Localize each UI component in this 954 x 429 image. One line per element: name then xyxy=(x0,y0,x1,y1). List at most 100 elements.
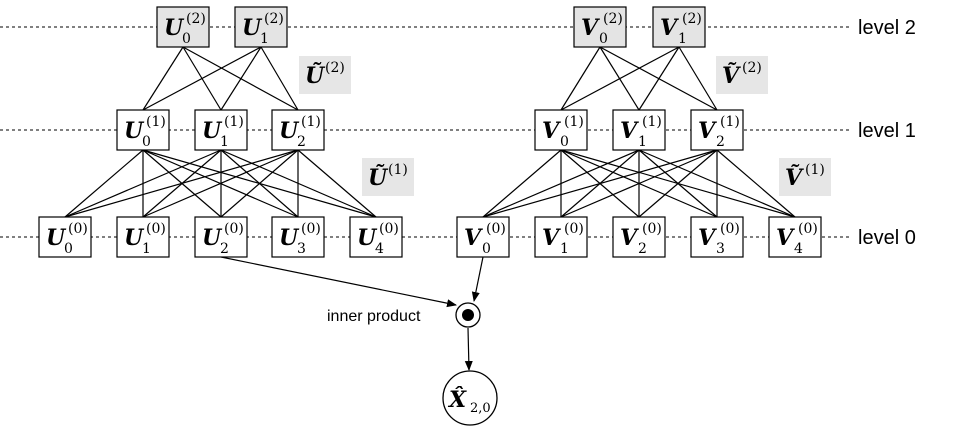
node-symbol: V xyxy=(776,225,795,251)
arrow-to-output xyxy=(464,327,473,371)
transfer-superscript: (1) xyxy=(805,162,825,178)
node-subscript: 2 xyxy=(220,241,229,257)
node-subscript: 1 xyxy=(678,31,687,47)
tree-edge xyxy=(482,149,718,218)
v-level1-node: V(1)2 xyxy=(690,109,744,151)
tree-edge xyxy=(142,149,299,218)
node-subscript: 3 xyxy=(297,241,306,257)
u-level2-node: U(2) 0 xyxy=(156,6,210,48)
output-symbol: X̂ xyxy=(447,387,467,413)
tree-edge xyxy=(560,149,718,218)
transfer-superscript: (1) xyxy=(388,162,408,178)
tree-edge xyxy=(220,46,262,111)
node-symbol: V xyxy=(464,225,483,251)
arrow-u-to-product xyxy=(220,256,457,308)
node-symbol: V xyxy=(698,118,717,144)
transfer-superscript: (2) xyxy=(742,60,762,76)
tree-edge xyxy=(64,149,222,218)
tree-edge xyxy=(560,46,680,111)
v-transfer-level1: Ṽ(1) xyxy=(779,158,831,196)
node-superscript: (0) xyxy=(642,221,662,237)
node-superscript: (0) xyxy=(301,221,321,237)
arrow-v-to-product xyxy=(471,256,484,302)
node-subscript: 0 xyxy=(599,31,608,47)
v-level1-node: V(1)1 xyxy=(612,109,666,151)
node-subscript: 2 xyxy=(297,134,306,150)
node-superscript: (0) xyxy=(720,221,740,237)
output-subscript: 2,0 xyxy=(470,401,491,416)
v-level0-node: V(0) 4 xyxy=(768,216,822,258)
node-symbol: V xyxy=(660,15,679,41)
node-superscript: (1) xyxy=(642,114,662,130)
node-superscript: (0) xyxy=(486,221,506,237)
node-symbol: U xyxy=(164,15,185,41)
node-superscript: (0) xyxy=(798,221,818,237)
node-subscript: 1 xyxy=(560,241,569,257)
tree-edge xyxy=(638,149,718,218)
node-subscript: 0 xyxy=(182,31,191,47)
transfer-superscript: (2) xyxy=(325,60,345,76)
node-symbol: V xyxy=(620,225,639,251)
transfer-symbol: Ṽ xyxy=(722,62,741,89)
tree-edge xyxy=(142,46,184,111)
tree-edge xyxy=(260,46,299,111)
tree-edge xyxy=(482,149,562,218)
u-level0-node: U(0) 3 xyxy=(271,216,325,258)
u-level1-node: U(1)2 xyxy=(271,109,325,151)
tree-edge xyxy=(220,149,299,218)
transfer-symbol: Ũ xyxy=(305,62,326,89)
node-superscript: (0) xyxy=(379,221,399,237)
inner-product-label: inner product xyxy=(327,308,421,325)
node-symbol: U xyxy=(124,225,145,251)
u-level2-node: U(2)1 xyxy=(234,6,288,48)
transfer-symbol: Ṽ xyxy=(785,164,804,191)
node-superscript: (2) xyxy=(186,11,206,27)
u-level0-node: U(0) 4 xyxy=(349,216,403,258)
node-superscript: (2) xyxy=(682,11,702,27)
u-level1-node: U(1) 1 xyxy=(194,109,248,151)
node-symbol: V xyxy=(698,225,717,251)
node-superscript: (0) xyxy=(68,221,88,237)
u-transfer-level2: Ũ(2) xyxy=(299,56,351,94)
node-subscript: 0 xyxy=(142,134,151,150)
node-superscript: (1) xyxy=(720,114,740,130)
node-symbol: V xyxy=(542,118,561,144)
node-superscript: (0) xyxy=(146,221,166,237)
level-label: level 2 xyxy=(858,17,916,39)
inner-product-node xyxy=(455,302,481,328)
v-level0-node: V(0)1 xyxy=(534,216,588,258)
tree-edge xyxy=(716,149,796,218)
v-level0-node: V(0)0 xyxy=(456,216,510,258)
v-transfer-level2: Ṽ(2) xyxy=(716,56,768,94)
node-subscript: 1 xyxy=(220,134,229,150)
u-level0-node: U(0)1 xyxy=(116,216,170,258)
output-node: X̂2,0 xyxy=(442,370,498,426)
level-label: level 1 xyxy=(858,120,916,142)
v-level2-node: V(2)0 xyxy=(573,6,627,48)
tree-edge xyxy=(297,149,377,218)
node-superscript: (1) xyxy=(224,114,244,130)
node-subscript: 0 xyxy=(64,241,73,257)
u-transfer-level1: Ũ(1) xyxy=(362,158,414,196)
node-superscript: (2) xyxy=(603,11,623,27)
node-superscript: (1) xyxy=(146,114,166,130)
transfer-symbol: Ũ xyxy=(368,164,389,191)
level-label: level 0 xyxy=(858,227,916,249)
node-subscript: 4 xyxy=(794,241,803,257)
node-symbol: V xyxy=(542,225,561,251)
tree-edge xyxy=(638,46,680,111)
u-level1-node: U(1)0 xyxy=(116,109,170,151)
tree-edge xyxy=(64,149,299,218)
tree-edge xyxy=(678,46,718,111)
u-level0-node: U(0)2 xyxy=(194,216,248,258)
node-symbol: U xyxy=(202,118,223,144)
node-symbol: U xyxy=(279,118,300,144)
v-level0-node: V(0)3 xyxy=(690,216,744,258)
node-symbol: U xyxy=(279,225,300,251)
tree-edge xyxy=(560,46,601,111)
node-subscript: 4 xyxy=(375,241,384,257)
node-symbol: V xyxy=(620,118,639,144)
tree-edge xyxy=(142,46,262,111)
node-symbol: U xyxy=(357,225,378,251)
